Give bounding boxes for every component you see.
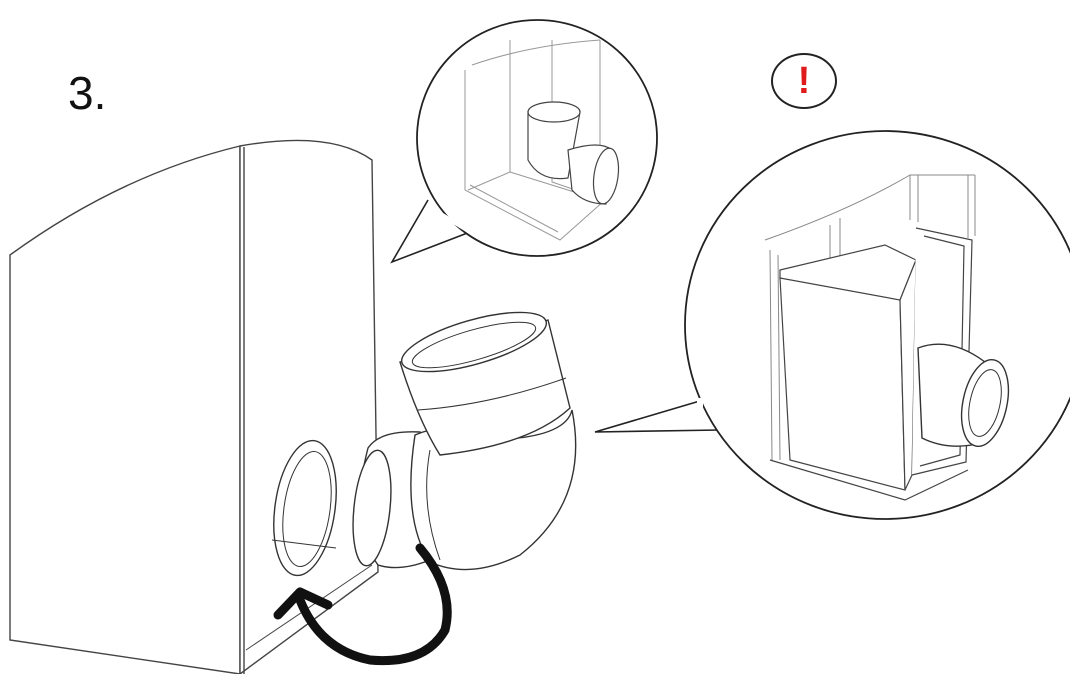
housing-box bbox=[10, 140, 378, 674]
top-callout-bubble bbox=[392, 20, 657, 262]
right-callout-bubble bbox=[595, 131, 1070, 519]
housing-left-panel bbox=[10, 146, 240, 674]
elbow-pipe bbox=[348, 300, 576, 569]
